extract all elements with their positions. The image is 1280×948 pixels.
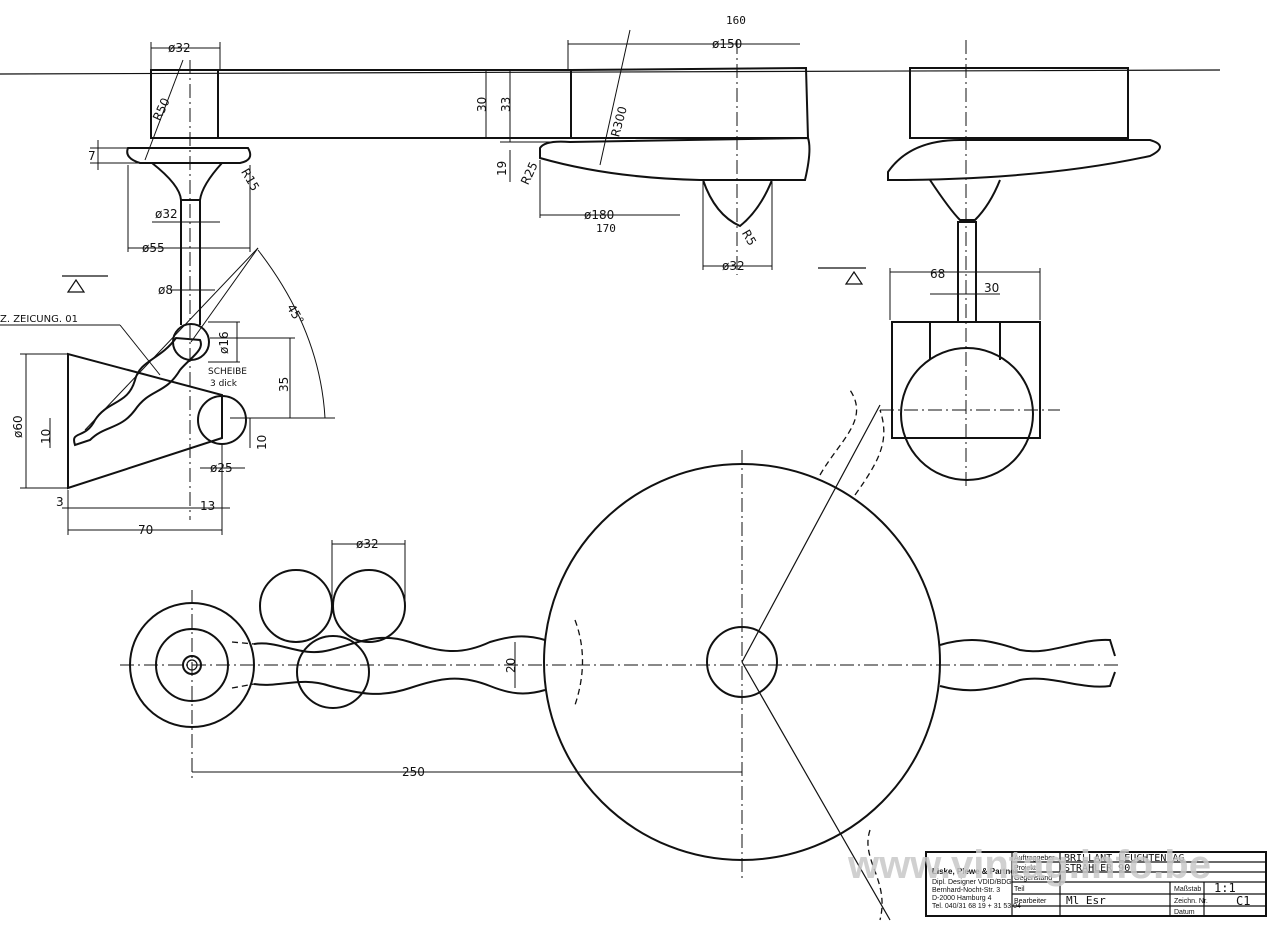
dim-170: 170	[596, 222, 616, 235]
dim-r5: R5	[739, 227, 759, 248]
dim-10b: 10	[255, 435, 269, 450]
side-view-left	[0, 42, 1221, 535]
dim-d32-right: ø32	[722, 259, 745, 273]
dim-160: 160	[726, 14, 746, 27]
dim-35: 35	[277, 377, 291, 392]
dim-d150: ø150	[712, 37, 742, 51]
label-zeichnung: Z. ZEICUNG. 01	[0, 314, 78, 325]
tb-value-massstab: 1:1	[1214, 881, 1236, 895]
tb-label-datum: Datum	[1174, 909, 1195, 916]
tb-label-projekt: Projekt	[1014, 865, 1036, 872]
tb-label-bearbeiter: Bearbeiter	[1014, 898, 1047, 905]
label-scheibe: SCHEIBE	[208, 367, 247, 377]
tb-label-auftrag: Auftraggeber	[1014, 855, 1055, 862]
dim-30: 30	[475, 97, 489, 112]
tb-value-projekt: STRAHLER 90	[1064, 863, 1130, 874]
dim-r25: R25	[518, 160, 541, 187]
dim-13: 13	[200, 499, 215, 513]
tb-firm-line5: Tel. 040/31 68 19 + 31 53 04	[932, 903, 1021, 910]
tb-firm-line3: Bernhard-Nocht-Str. 3	[932, 887, 1000, 894]
plan-view	[120, 389, 1120, 921]
dim-68: 68	[930, 267, 945, 281]
dim-r15: R15	[238, 166, 262, 193]
dim-19: 19	[495, 161, 509, 176]
dim-d8: ø8	[158, 283, 173, 297]
watermark: www.vintag.info.be	[847, 843, 1211, 887]
front-view	[880, 40, 1161, 490]
dim-33: 33	[499, 97, 513, 112]
dim-r300: R300	[608, 105, 630, 139]
tb-label-teil: Teil	[1014, 886, 1025, 893]
dim-d32-top: ø32	[168, 41, 191, 55]
title-block	[925, 851, 1267, 917]
dim-r50: R50	[150, 96, 173, 123]
dim-70: 70	[138, 523, 153, 537]
dim-d16: ø16	[217, 331, 231, 354]
dim-20: 20	[504, 658, 518, 673]
dim-d32-mid: ø32	[155, 207, 178, 221]
dim-d55: ø55	[142, 241, 165, 255]
tb-label-zeichnr: Zeichn. Nr.	[1174, 898, 1208, 905]
tb-firm-line4: D-2000 Hamburg 4	[932, 895, 992, 902]
dim-d25: ø25	[210, 461, 233, 475]
tb-value-bearbeiter: Ml Esr	[1066, 894, 1106, 907]
label-3-dick: 3 dick	[210, 379, 238, 389]
dim-d180: ø180	[584, 208, 614, 222]
dim-10a: 10	[39, 429, 53, 444]
tb-label-gegenstand: Gegenstand	[1014, 875, 1052, 882]
tb-firm-line2: Dipl. Designer VDID/BDG	[932, 879, 1012, 886]
dim-d32-bottom: ø32	[356, 537, 379, 551]
tb-value-auftrag: BRILLANT LEUCHTEN AG	[1064, 853, 1184, 864]
head-profile	[485, 29, 866, 285]
dim-30b: 30	[984, 281, 999, 295]
dim-d60: ø60	[11, 415, 25, 438]
tb-firm-name: Liske, Plewe & Partner	[932, 867, 1018, 876]
tb-value-zeichnr: C1	[1236, 894, 1250, 908]
dim-250: 250	[402, 765, 425, 779]
dim-3: 3	[56, 495, 64, 509]
tb-label-massstab: Maßstab	[1174, 886, 1201, 893]
dim-45deg: 45°	[284, 302, 307, 327]
dim-7: 7	[88, 149, 96, 163]
